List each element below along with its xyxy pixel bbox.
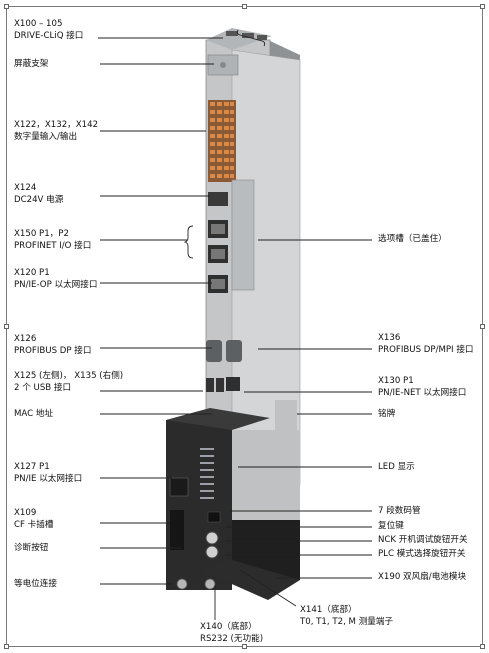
- resize-handle[interactable]: [480, 4, 485, 9]
- resize-handle[interactable]: [242, 4, 247, 9]
- label-line: X100 – 105: [14, 19, 63, 29]
- label-reset: 复位键: [378, 521, 404, 533]
- label-x120: X120 P1 PN/IE-OP 以太网接口: [14, 268, 97, 291]
- label-line: PN/IE 以太网接口: [14, 473, 83, 484]
- label-line: DC24V 电源: [14, 194, 64, 205]
- label-x141: X141（底部） T0, T1, T2, M 测量端子: [300, 605, 393, 628]
- resize-handle[interactable]: [480, 324, 485, 329]
- resize-handle[interactable]: [242, 644, 247, 649]
- label-line: 屏蔽支架: [14, 59, 49, 69]
- label-line: 数字量输入/输出: [14, 131, 78, 142]
- label-line: 2 个 USB 接口: [14, 382, 72, 393]
- label-line: X125 (左侧)， X135 (右侧): [14, 371, 124, 381]
- label-x190: X190 双风扇/电池模块: [378, 572, 466, 584]
- label-line: PN/IE-NET 以太网接口: [378, 387, 467, 398]
- label-x122: X122，X132，X142 数字量输入/输出: [14, 120, 98, 143]
- label-mac: MAC 地址: [14, 409, 53, 421]
- label-line: PLC 模式选择旋钮开关: [378, 549, 466, 559]
- label-nck: NCK 开机调试旋钮开关: [378, 535, 468, 547]
- label-line: NCK 开机调试旋钮开关: [378, 535, 468, 545]
- label-x126: X126 PROFIBUS DP 接口: [14, 334, 92, 357]
- label-equi: 等电位连接: [14, 579, 57, 591]
- label-line: X127 P1: [14, 462, 50, 472]
- label-option-slot: 选项槽（已盖住）: [378, 234, 447, 246]
- resize-handle[interactable]: [4, 644, 9, 649]
- label-line: PN/IE-OP 以太网接口: [14, 279, 98, 290]
- label-x124: X124 DC24V 电源: [14, 183, 63, 206]
- label-line: X126: [14, 334, 37, 344]
- label-line: X150 P1，P2: [14, 229, 69, 239]
- label-nameplate: 铭牌: [378, 409, 395, 421]
- label-x100: X100 – 105 DRIVE-CLiQ 接口: [14, 19, 83, 42]
- resize-handle[interactable]: [4, 324, 9, 329]
- label-line: X120 P1: [14, 268, 50, 278]
- resize-handle[interactable]: [480, 644, 485, 649]
- label-line: X190 双风扇/电池模块: [378, 572, 467, 582]
- label-x130: X130 P1 PN/IE-NET 以太网接口: [378, 376, 466, 399]
- label-line: PROFIBUS DP 接口: [14, 345, 92, 356]
- label-7seg: 7 段数码管: [378, 506, 421, 518]
- brace-drive-cliq: [236, 29, 266, 47]
- label-line: X136: [378, 333, 401, 343]
- leader-lines: [98, 37, 372, 620]
- label-led: LED 显示: [378, 462, 415, 474]
- label-line: X124: [14, 183, 37, 193]
- label-x127: X127 P1 PN/IE 以太网接口: [14, 462, 82, 485]
- label-line: X130 P1: [378, 376, 414, 386]
- label-line: DRIVE-CLiQ 接口: [14, 30, 84, 41]
- ncu-module: [166, 28, 301, 600]
- label-line: MAC 地址: [14, 409, 54, 419]
- label-x150: X150 P1，P2 PROFINET I/O 接口: [14, 229, 91, 252]
- label-x136: X136 PROFIBUS DP/MPI 接口: [378, 333, 474, 356]
- label-line: 选项槽（已盖住）: [378, 234, 447, 244]
- label-line: X141（底部）: [300, 605, 357, 615]
- label-plc: PLC 模式选择旋钮开关: [378, 549, 465, 561]
- label-line: 铭牌: [378, 409, 396, 419]
- label-line: T0, T1, T2, M 测量端子: [300, 616, 394, 627]
- label-line: 诊断按钮: [14, 543, 49, 553]
- label-line: 复位键: [378, 521, 404, 531]
- label-line: LED 显示: [378, 462, 415, 472]
- label-line: PROFINET I/O 接口: [14, 240, 92, 251]
- label-x125: X125 (左侧)， X135 (右侧) 2 个 USB 接口: [14, 371, 123, 394]
- label-line: PROFIBUS DP/MPI 接口: [378, 344, 474, 355]
- label-shield: 屏蔽支架: [14, 59, 48, 71]
- label-line: CF 卡插槽: [14, 519, 54, 530]
- label-line: 7 段数码管: [378, 506, 421, 516]
- label-x140: X140（底部） RS232 (无功能): [200, 622, 263, 645]
- label-line: X122，X132，X142: [14, 120, 99, 130]
- brace-profinet: [183, 225, 194, 259]
- label-line: X140（底部）: [200, 622, 257, 632]
- label-diag: 诊断按钮: [14, 543, 48, 555]
- resize-handle[interactable]: [4, 4, 9, 9]
- label-line: X109: [14, 508, 37, 518]
- label-line: 等电位连接: [14, 579, 57, 589]
- label-line: RS232 (无功能): [200, 633, 264, 644]
- label-x109: X109 CF 卡插槽: [14, 508, 53, 531]
